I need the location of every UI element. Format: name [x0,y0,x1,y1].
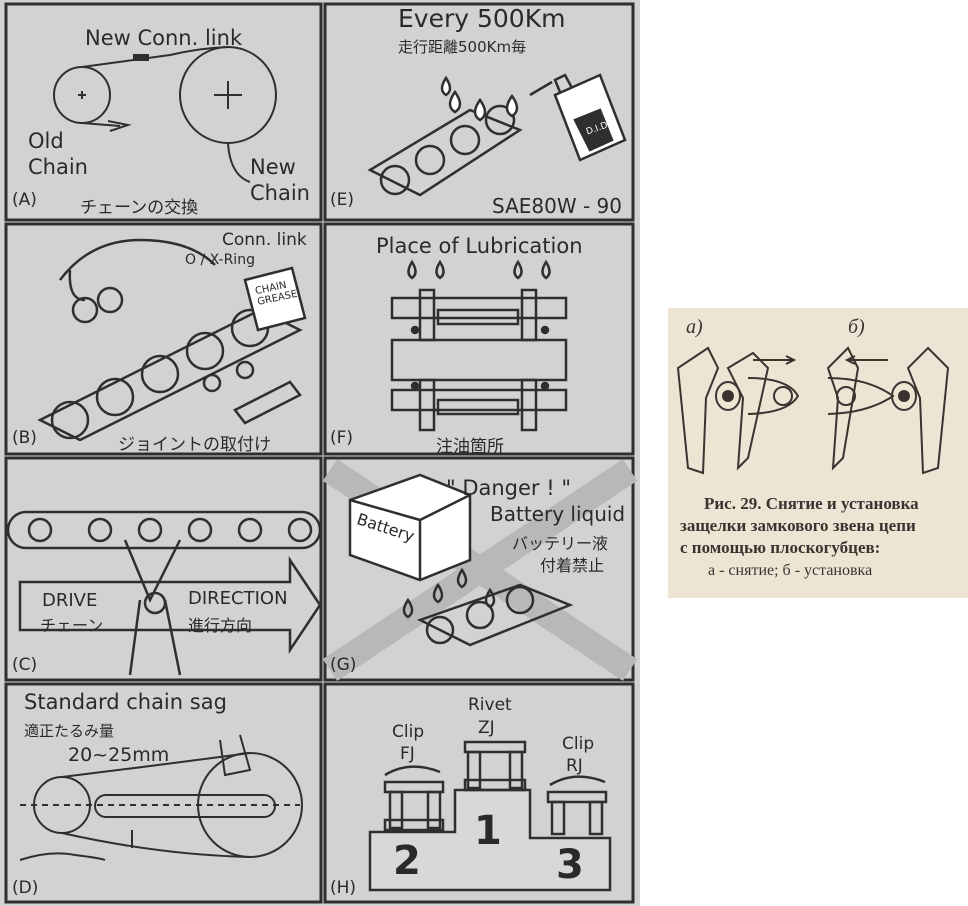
panel-g-drawing [322,459,638,681]
panel-e-drawing [367,73,627,197]
rank-2: 2 [393,838,421,884]
panel-d-drawing [19,734,303,861]
panel-frame-b [4,222,323,456]
oil-grade-label: SAE80W - 90 [492,194,622,218]
fj-label: FJ [400,744,415,764]
panel-frame-a [4,2,323,222]
panel-frame-g [323,456,635,682]
clipping-label-b: б) [848,316,865,338]
panel-frame-h [323,682,635,904]
chain-sag-title: Standard chain sag [24,690,227,714]
clipping-label-a: а) [686,316,703,338]
direction-jp-label: 進行方向 [188,616,253,635]
panel-b-id: (B) [12,428,37,448]
panel-g-id: (G) [330,655,357,675]
manual-sheet: New Conn. link Old Chain New Chain (A) チ… [0,0,640,906]
sheet-drawings [4,2,638,904]
panel-f-caption: 注油箇所 [436,437,504,457]
clipping-caption-line3: с помощью плоскогубцев: [680,538,881,557]
every-500km-title: Every 500Km [398,4,566,33]
zj-label: ZJ [478,718,495,738]
clip-left-label: Clip [392,722,425,742]
panel-c-id: (C) [12,655,38,675]
book-clipping: а) б) Рис. 29. Снятие и установка защелк… [668,308,968,598]
conn-link-label: Conn. link [222,230,307,250]
rank-1: 1 [474,808,502,854]
rank-3: 3 [556,842,584,888]
chain-sag-subtitle: 適正たるみ量 [24,722,115,740]
battery-jp-label: バッテリー液 [512,534,609,553]
panel-h-id: (H) [330,878,357,898]
panel-f-id: (F) [330,428,354,448]
direction-label: DIRECTION [188,588,288,609]
drive-jp-label: チェーン [40,616,104,635]
panel-h-drawing [368,740,612,892]
battery-box [348,473,472,582]
clipping-caption-line1: Рис. 29. Снятие и установка [704,494,919,513]
new-conn-link-label: New Conn. link [85,26,243,50]
panel-frame-f [323,222,635,456]
panel-b-drawing [37,238,307,442]
chain-sag-range: 20~25mm [68,744,170,766]
panel-f-drawing [390,259,568,432]
panel-a-id: (A) [12,190,37,210]
drive-label: DRIVE [42,590,98,611]
prohibit-jp-label: 付着禁止 [540,556,605,575]
panel-a-drawing [53,46,277,183]
panel-d-id: (D) [12,878,39,898]
rivet-label: Rivet [468,695,512,715]
new-chain-label: New Chain [250,155,310,205]
direction-arrow [18,555,322,655]
o-ring-label: O / X-Ring [185,252,255,268]
danger-label: " Danger ! " [446,476,571,500]
clipping-drawing [676,346,950,475]
spray-can [529,73,627,162]
clipping-caption-line4: а - снятие; б - установка [708,562,873,579]
panel-frame-c [4,456,323,682]
podium [368,788,612,892]
place-of-lubrication-title: Place of Lubrication [376,234,583,258]
rj-label: RJ [566,756,583,776]
panel-frame-d [4,682,323,904]
conn-link-mark [133,54,149,61]
panel-a-caption: チェーンの交換 [80,198,199,218]
panel-b-caption: ジョイントの取付け [118,435,271,455]
panel-c-drawing [6,510,322,676]
old-chain-label: Old Chain [28,129,88,179]
panel-frame-e [323,2,635,222]
every-500km-subtitle: 走行距離500Km毎 [398,38,527,56]
battery-liquid-label: Battery liquid [490,502,626,526]
clipping-caption-line2: защелки замкового звена цепи [680,516,916,535]
clip-right-label: Clip [562,734,595,754]
panel-e-id: (E) [330,190,355,210]
